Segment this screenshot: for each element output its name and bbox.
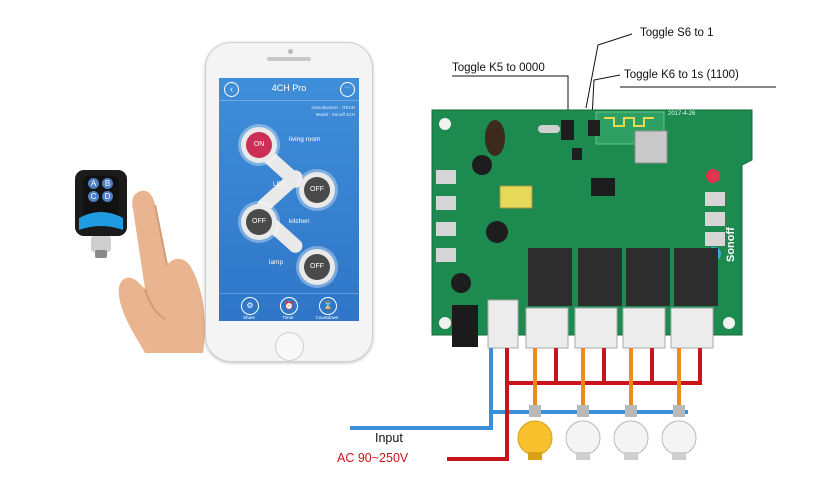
share-icon[interactable]: ⚙ xyxy=(241,297,259,315)
remote-button-b[interactable]: B xyxy=(102,178,113,189)
timer-icon[interactable]: ⏰ xyxy=(280,297,298,315)
device-manufacturer: manufacturer : ITEAD xyxy=(311,105,355,110)
channel-3-toggle[interactable]: OFF xyxy=(241,204,277,240)
input-voltage-label: AC 90~250V xyxy=(337,451,409,465)
tab-timer-label: Timer xyxy=(282,315,294,320)
channel-1-state: ON xyxy=(246,132,272,158)
remote-button-c[interactable]: C xyxy=(88,191,99,202)
channel-4-state: OFF xyxy=(304,254,330,280)
channel-1-label: living room xyxy=(289,136,321,143)
remote-button-a[interactable]: A xyxy=(88,178,99,189)
more-icon[interactable]: ··· xyxy=(340,82,355,97)
bulb-4-off-icon xyxy=(661,405,697,460)
input-label: Input xyxy=(375,431,403,445)
home-button[interactable] xyxy=(275,332,304,361)
tab-share-label: Share xyxy=(242,315,255,320)
phone-camera-icon xyxy=(288,49,293,54)
tab-countdown-label: Countdown xyxy=(315,315,339,320)
back-icon[interactable]: ‹ xyxy=(224,82,239,97)
sonoff-4ch-pcb xyxy=(431,109,753,349)
channel-4-label: lamp xyxy=(269,259,284,266)
annotation-s6: Toggle S6 to 1 xyxy=(640,27,714,39)
hand-pointing-icon xyxy=(118,190,205,353)
phone-screen: ‹ 4CH Pro ··· manufacturer : ITEAD Model… xyxy=(219,78,359,321)
wires xyxy=(350,348,702,461)
channel-3-label: kitchen xyxy=(289,218,310,225)
light-bulbs xyxy=(517,405,697,460)
remote-button-d[interactable]: D xyxy=(102,191,113,202)
channel-1-toggle[interactable]: ON xyxy=(241,127,277,163)
remote-button-grid: A B C D xyxy=(88,178,114,204)
app-bottom-bar: ⚙ Share ⏰ Timer ⌛ Countdown xyxy=(219,293,359,321)
channel-4-toggle[interactable]: OFF xyxy=(299,249,335,285)
device-model: Model : Sonoff 4CH xyxy=(315,112,355,117)
board-date-print: 2017-4-26 xyxy=(668,111,696,117)
phone-speaker xyxy=(267,57,311,61)
bulb-3-off-icon xyxy=(613,405,649,460)
countdown-icon[interactable]: ⌛ xyxy=(319,297,337,315)
board-brand-logo: Sonoff xyxy=(725,227,737,262)
annotation-k5: Toggle K5 to 0000 xyxy=(452,62,545,74)
annotation-leaders xyxy=(452,33,776,120)
bulb-1-lit-icon xyxy=(517,405,553,460)
annotation-k6: Toggle K6 to 1s (1100) xyxy=(624,69,739,81)
bulb-2-off-icon xyxy=(565,405,601,460)
app-header: ‹ 4CH Pro ··· xyxy=(219,78,359,101)
channel-2-state: OFF xyxy=(304,177,330,203)
smartphone: ‹ 4CH Pro ··· manufacturer : ITEAD Model… xyxy=(205,42,373,362)
channel-2-toggle[interactable]: OFF xyxy=(299,172,335,208)
app-title: 4CH Pro xyxy=(271,83,307,93)
channel-3-state: OFF xyxy=(246,209,272,235)
channel-2-label: LED xyxy=(273,181,286,188)
